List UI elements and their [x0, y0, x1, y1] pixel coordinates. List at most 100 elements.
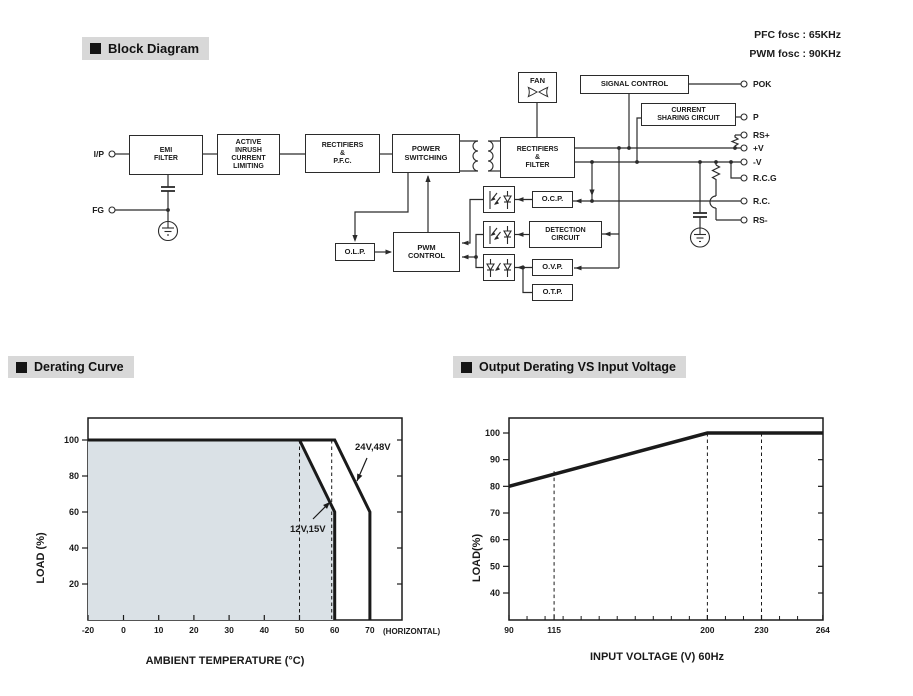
diagram-shape: [503, 229, 512, 238]
terminal-label-rcg: R.C.G: [753, 173, 777, 183]
diagram-shape: [495, 266, 500, 271]
block-detection-circuit: DETECTION CIRCUIT: [529, 221, 602, 248]
optocoupler-icon: [483, 186, 515, 213]
y-tick-label: 50: [490, 561, 500, 571]
block-label: SIGNAL CONTROL: [600, 79, 669, 89]
x-tick-label: -20: [82, 625, 95, 635]
diagram-shape: [740, 113, 748, 121]
diagram-shape: [730, 162, 741, 179]
y-tick-label: 80: [490, 481, 500, 491]
optocoupler-glyph: [486, 258, 512, 277]
junction-dots: [166, 146, 737, 270]
series-line: [88, 438, 372, 620]
diagram-shape: [517, 197, 524, 202]
block-label: ACTIVE INRUSH CURRENT LIMITING: [231, 138, 266, 170]
series-line: [508, 431, 823, 489]
block-ovp: O.V.P.: [532, 259, 573, 276]
diagram-shape: [627, 146, 631, 150]
x-axis-title: INPUT VOLTAGE (V) 60Hz: [590, 651, 725, 663]
diagram-shape: [636, 117, 641, 162]
y-tick-label: 80: [69, 471, 79, 481]
x-tick-label: 200: [700, 625, 714, 635]
diagram-shape: [462, 254, 469, 260]
diagram-shape: [575, 265, 582, 271]
earth-ground-icon: [157, 220, 179, 242]
diagram-shape: [537, 86, 549, 98]
diagram-shape: [490, 231, 496, 236]
section-bullet-icon: [16, 361, 27, 373]
diagram-shape: [740, 80, 748, 88]
diagram-shape: [425, 175, 431, 182]
y-tick-label: 60: [69, 507, 79, 517]
y-tick-label: 100: [64, 435, 79, 445]
x-tick-label: 10: [154, 625, 164, 635]
diagram-shape: [526, 86, 538, 98]
terminal-label-v-plus: +V: [753, 143, 764, 153]
arrowheads: [352, 175, 611, 271]
annotation-arrowhead: [323, 502, 330, 509]
diagram-shape: [503, 262, 512, 271]
y-axis-title: LOAD(%): [471, 534, 483, 583]
x-tick-label: 264: [816, 625, 830, 635]
y-tick-label: 100: [485, 428, 500, 438]
x-tick-label: 70: [365, 625, 375, 635]
block-current-sharing: CURRENT SHARING CIRCUIT: [641, 103, 736, 126]
y-tick-label: 40: [490, 588, 500, 598]
diagram-shape: [108, 206, 116, 214]
block-rectifiers-filter: RECTIFIERS & FILTER: [500, 137, 575, 178]
block-olp: O.L.P.: [335, 243, 375, 261]
x-tick-label: 30: [224, 625, 234, 635]
earth-ground-icon: [689, 227, 711, 248]
x-axis-suffix: (HORIZONTAL): [383, 627, 441, 636]
diagram-shape: [108, 150, 116, 158]
terminal-label-pok: POK: [753, 79, 772, 89]
diagram-shape: [352, 235, 358, 242]
x-tick-label: 115: [547, 625, 561, 635]
section-bullet-icon: [461, 361, 472, 373]
diagram-shape: [354, 173, 409, 240]
block-label: O.V.P.: [542, 262, 563, 272]
diagram-shape: [494, 200, 499, 205]
terminal-label-fg: FG: [92, 205, 104, 215]
x-tick-label: 60: [330, 625, 340, 635]
diagram-shape: [617, 146, 621, 150]
block-label: PWM CONTROL: [407, 242, 446, 260]
optocoupler-glyph: [489, 225, 512, 244]
x-tick-label: 20: [189, 625, 199, 635]
transformer-icon: [472, 140, 494, 172]
terminal-label-rs-minus: RS-: [753, 215, 768, 225]
terminals: [108, 80, 748, 224]
block-otp: O.T.P.: [532, 284, 573, 301]
oscillator-notes: PFC fosc : 65KHz PWM fosc : 90KHz: [749, 26, 841, 64]
diagram-shape: [462, 198, 483, 244]
diagram-shape: [709, 195, 717, 209]
block-diagram-canvas: [108, 80, 748, 294]
diagram-shape: [517, 265, 524, 270]
x-tick-label: 0: [121, 625, 126, 635]
shaded-region: [88, 440, 335, 620]
diagram-shape: [475, 233, 483, 269]
diagram-shape: [385, 249, 392, 255]
x-tick-label: 90: [504, 625, 514, 635]
y-tick-label: 40: [69, 543, 79, 553]
block-rectifiers-pfc: RECTIFIERS & P.F.C.: [305, 134, 380, 173]
block-emi-filter: EMI FILTER: [129, 135, 203, 175]
terminal-label-rs-plus: RS+: [753, 130, 770, 140]
block-label: O.L.P.: [344, 246, 366, 256]
diagram-shape: [590, 199, 594, 203]
x-tick-label: 230: [754, 625, 768, 635]
diagram-shape: [517, 232, 524, 237]
y-tick-label: 70: [490, 508, 500, 518]
fan-icon: [526, 86, 549, 98]
pfc-fosc-note: PFC fosc : 65KHz: [754, 29, 841, 41]
x-axis-title: AMBIENT TEMPERATURE (°C): [146, 655, 305, 667]
section-title: Output Derating VS Input Voltage: [479, 360, 676, 374]
terminal-label-p: P: [753, 112, 759, 122]
y-axis-title: LOAD (%): [35, 532, 47, 584]
diagram-shape: [604, 231, 611, 237]
block-label: DETECTION CIRCUIT: [545, 226, 586, 242]
diagram-shape: [490, 196, 496, 201]
block-power-switching: POWER SWITCHING: [392, 134, 460, 173]
